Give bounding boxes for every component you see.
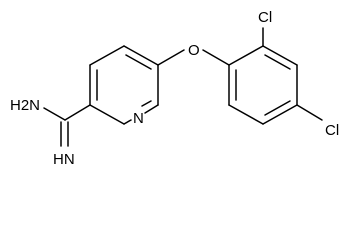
label-pyridine-n: N bbox=[133, 110, 144, 127]
bond-a4-cl bbox=[296, 104, 323, 121]
label-cl-para: Cl bbox=[325, 122, 339, 139]
molecule-diagram: H2N HN N O Cl Cl bbox=[10, 9, 339, 168]
bond-o-aryl bbox=[202, 49, 230, 66]
label-amine: H2N bbox=[10, 97, 40, 114]
bond-c6-n1 bbox=[144, 104, 159, 114]
double-bond-inner-3 bbox=[141, 100, 152, 107]
aryl-double-inner-2 bbox=[264, 54, 291, 70]
bond-c3-c4 bbox=[89, 45, 125, 66]
aryl-double-inner-3 bbox=[264, 100, 291, 116]
label-cl-ortho: Cl bbox=[258, 9, 272, 26]
bond-a2-a3 bbox=[262, 45, 298, 66]
bond-ring-amidine bbox=[64, 104, 91, 121]
dichlorophenyl-ring bbox=[228, 45, 298, 125]
bond-n1-c2 bbox=[123, 119, 132, 125]
bond-c-nh2 bbox=[43, 107, 66, 121]
bond-c2-c3 bbox=[89, 104, 125, 125]
bond-c4-c5 bbox=[123, 45, 159, 66]
bond-a5-a6 bbox=[228, 104, 264, 125]
pyridine-ring bbox=[89, 45, 159, 125]
bond-a1-a2 bbox=[228, 45, 264, 66]
bond-a4-a5 bbox=[262, 104, 298, 125]
label-ether-o: O bbox=[188, 42, 200, 59]
double-bond-inner-2 bbox=[125, 54, 152, 70]
structure-drawing: H2N HN N O Cl Cl bbox=[10, 9, 339, 168]
amidine-group bbox=[43, 104, 91, 147]
label-imine: HN bbox=[53, 151, 75, 168]
ether-linkage bbox=[157, 49, 230, 66]
bond-c6-o bbox=[157, 49, 185, 66]
